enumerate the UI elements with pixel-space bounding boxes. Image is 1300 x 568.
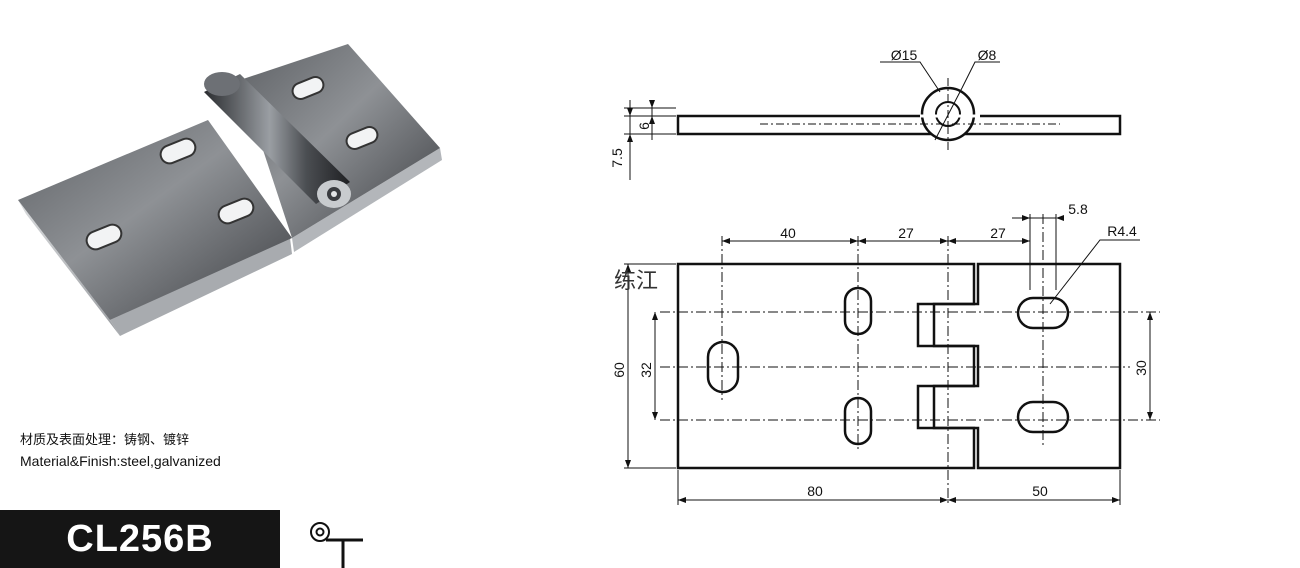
hinge-product-photo <box>18 44 442 336</box>
plan-view <box>676 262 1122 470</box>
material-label-en: Material&Finish:steel,galvanized <box>20 453 221 469</box>
dimension-arrows <box>625 100 1153 503</box>
dim-height-30: 30 <box>1133 360 1149 376</box>
side-view <box>624 61 1122 180</box>
model-code: CL256B <box>66 518 214 560</box>
dim-inner-diameter: Ø8 <box>978 47 997 63</box>
watermark-text: 练江 <box>614 269 658 294</box>
dim-thickness: 6 <box>636 122 652 130</box>
dim-bottom-50: 50 <box>1032 483 1048 499</box>
dim-side-height: 7.5 <box>609 148 625 168</box>
plan-dimensions <box>624 214 1160 505</box>
model-code-box: CL256B <box>0 510 280 568</box>
dim-top-40: 40 <box>780 225 796 241</box>
dim-bottom-80: 80 <box>807 483 823 499</box>
dim-radius: R4.4 <box>1107 223 1137 239</box>
dim-top-27b: 27 <box>990 225 1006 241</box>
material-label-cn: 材质及表面处理：铸钢、镀锌 <box>20 433 190 448</box>
hinge-symbol-icon <box>310 522 363 568</box>
dim-height-60: 60 <box>611 362 627 378</box>
dim-top-27a: 27 <box>898 225 914 241</box>
dim-height-32: 32 <box>638 362 654 378</box>
dim-slot-width: 5.8 <box>1068 201 1088 217</box>
dim-outer-diameter: Ø15 <box>891 47 918 63</box>
